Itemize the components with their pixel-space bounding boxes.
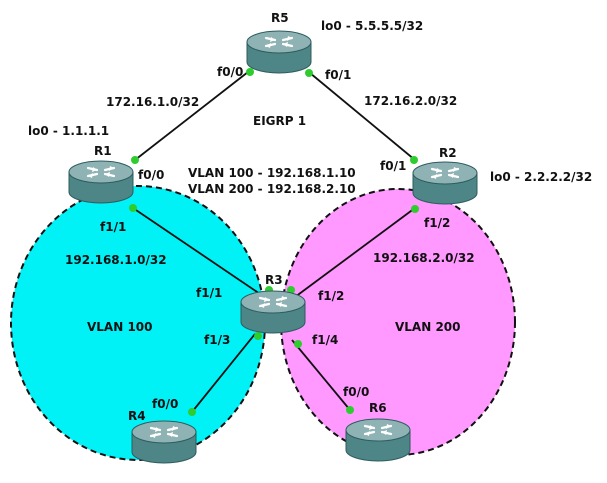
r6-f00-label: f0/0: [343, 385, 369, 399]
link-r1-r3: [132, 207, 270, 301]
r5-loopback-label: lo0 - 5.5.5.5/32: [321, 19, 423, 33]
router-r5-icon[interactable]: [246, 30, 312, 74]
port-dot-r1-f00: [131, 156, 139, 164]
r3-f11-label: f1/1: [196, 286, 222, 300]
port-dot-r6-f00: [346, 406, 354, 414]
router-r6-label: R6: [369, 401, 387, 415]
port-dot-r5-f01: [305, 69, 313, 77]
port-dot-r3-f13: [254, 332, 262, 340]
r3-f12-label: f1/2: [318, 289, 344, 303]
link-r2-r5: [309, 72, 416, 161]
r2-f01-label: f0/1: [380, 159, 406, 173]
r1-f11-label: f1/1: [100, 220, 126, 234]
r5-f01-label: f0/1: [325, 68, 351, 82]
router-r4-label: R4: [128, 409, 146, 423]
router-r1-label: R1: [94, 144, 112, 158]
router-r5-label: R5: [271, 11, 289, 25]
subnet-r1-r5-label: 172.16.1.0/32: [106, 95, 199, 109]
link-r3-r4: [191, 333, 256, 413]
r3-vlan200-svi-label: VLAN 200 - 192.168.2.10: [188, 182, 356, 196]
eigrp-process-label: EIGRP 1: [253, 114, 306, 128]
router-r2-label: R2: [439, 146, 457, 160]
link-r2-r3: [290, 207, 416, 301]
r5-f00-label: f0/0: [217, 65, 243, 79]
port-dot-r2-f01: [410, 156, 418, 164]
r3-vlan100-svi-label: VLAN 100 - 192.168.1.10: [188, 166, 356, 180]
r4-f00-label: f0/0: [152, 397, 178, 411]
r3-f13-label: f1/3: [204, 333, 230, 347]
r2-loopback-label: lo0 - 2.2.2.2/32: [490, 170, 592, 184]
port-dot-r1-f11: [129, 204, 137, 212]
link-r3-r6: [291, 339, 351, 411]
subnet-vlan100-label: 192.168.1.0/32: [65, 253, 167, 267]
router-r3-icon[interactable]: [240, 290, 306, 334]
vlan100-label: VLAN 100: [87, 320, 153, 334]
r1-f00-label: f0/0: [138, 168, 164, 182]
link-r1-r5: [134, 71, 249, 161]
port-dot-r5-f00: [246, 68, 254, 76]
router-r1-icon[interactable]: [68, 160, 134, 204]
router-r2-icon[interactable]: [412, 161, 478, 205]
r3-f14-label: f1/4: [312, 333, 338, 347]
r2-f12-label: f1/2: [424, 216, 450, 230]
port-dot-r3-f14: [294, 340, 302, 348]
port-dot-r2-f12: [411, 205, 419, 213]
r1-loopback-label: lo0 - 1.1.1.1: [28, 124, 109, 138]
router-r6-icon[interactable]: [345, 418, 411, 462]
vlan200-label: VLAN 200: [395, 320, 461, 334]
router-r4-icon[interactable]: [131, 420, 197, 464]
subnet-vlan200-label: 192.168.2.0/32: [373, 251, 475, 265]
subnet-r2-r5-label: 172.16.2.0/32: [364, 94, 457, 108]
port-dot-r4-f00: [188, 408, 196, 416]
router-r3-label: R3: [265, 273, 283, 287]
